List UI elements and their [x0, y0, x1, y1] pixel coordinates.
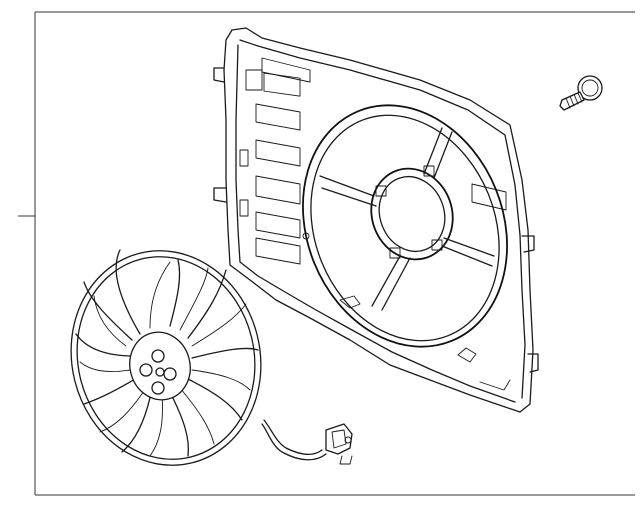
diagram-frame	[18, 11, 635, 496]
fan-blade-icon[interactable]	[49, 230, 284, 485]
connector-icon[interactable]	[261, 419, 353, 465]
fan-shroud-icon[interactable]	[213, 27, 542, 413]
bolt-icon[interactable]	[559, 75, 603, 111]
